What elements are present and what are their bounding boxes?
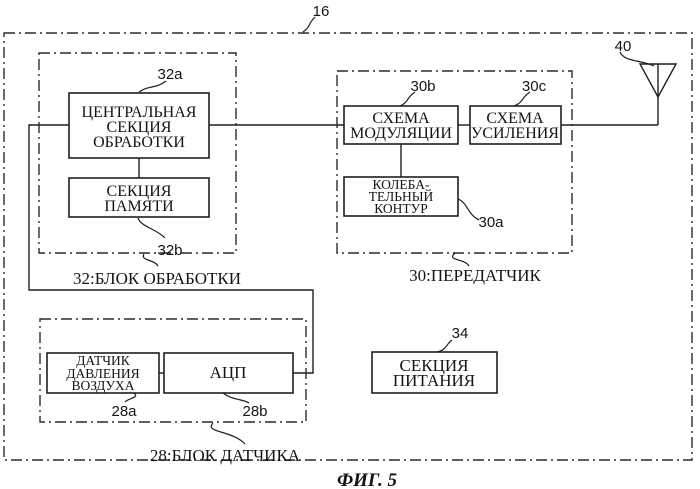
modulation-label-line1: СХЕМА xyxy=(372,110,430,127)
reference-numerals: 16 32a 32b 30b 30c 30a 40 28a 28b 34 xyxy=(111,3,631,420)
block-labels: ЦЕНТРАЛЬНАЯ СЕКЦИЯ ОБРАБОТКИ СЕКЦИЯ ПАМЯ… xyxy=(66,104,559,393)
leader-transmitter-label xyxy=(452,252,470,267)
memory-label-line2: ПАМЯТИ xyxy=(104,198,174,215)
amplifier-label-line1: СХЕМА xyxy=(486,110,544,127)
system-boundary xyxy=(3,32,693,461)
modulation-label-line2: МОДУЛЯЦИИ xyxy=(350,125,452,142)
antenna-symbol xyxy=(638,63,678,125)
ref-28a: 28a xyxy=(111,403,137,420)
leader-sensor-unit-label xyxy=(210,422,246,445)
unit-labels: 32:БЛОК ОБРАБОТКИ 30:ПЕРЕДАТЧИК 28:БЛОК … xyxy=(73,266,541,465)
transmitter-boundary xyxy=(336,70,573,254)
leader-system-ref xyxy=(302,16,316,33)
leader-modulation-ref xyxy=(399,91,416,107)
cpu-label-line1: ЦЕНТРАЛЬНАЯ xyxy=(82,104,197,121)
amplifier-box xyxy=(469,105,562,145)
pressure-sensor-label-line1: ДАТЧИК xyxy=(76,353,131,368)
processing-unit-boundary xyxy=(38,52,237,254)
ref-32a: 32a xyxy=(157,66,183,83)
ref-30b: 30b xyxy=(410,78,435,95)
power-section-box xyxy=(371,351,498,394)
pressure-sensor-box xyxy=(46,352,160,394)
ref-40: 40 xyxy=(615,38,632,55)
ref-16: 16 xyxy=(313,3,330,20)
oscillator-label-line3: КОНТУР xyxy=(374,201,427,216)
pressure-sensor-label-line3: ВОЗДУХА xyxy=(71,378,134,393)
cpu-label-line3: ОБРАБОТКИ xyxy=(93,134,185,151)
leader-antenna-ref xyxy=(619,51,655,67)
transmitter-label: 30:ПЕРЕДАТЧИК xyxy=(409,266,541,285)
processing-unit-label: 32:БЛОК ОБРАБОТКИ xyxy=(73,269,241,288)
oscillator-label-line2: ТЕЛЬНЫЙ xyxy=(369,189,434,204)
cpu-label-line2: СЕКЦИЯ xyxy=(107,119,172,136)
cpu-box xyxy=(68,92,210,159)
leader-pressure-sensor-ref xyxy=(124,392,137,403)
leader-amplifier-ref xyxy=(513,91,531,107)
ref-28b: 28b xyxy=(242,403,267,420)
ref-32b: 32b xyxy=(157,242,182,259)
ref-34: 34 xyxy=(452,325,469,342)
oscillator-box xyxy=(343,176,459,217)
adc-box xyxy=(163,352,294,394)
leader-cpu-ref xyxy=(138,80,167,93)
pressure-sensor-label-line2: ДАВЛЕНИЯ xyxy=(66,366,139,381)
wire-cpu-to-adc xyxy=(28,124,314,374)
sensor-unit-boundary xyxy=(39,318,307,423)
amplifier-label-line2: УСИЛЕНИЯ xyxy=(471,125,559,142)
sensor-unit-label: 28:БЛОК ДАТЧИКА xyxy=(150,446,301,465)
figure-caption: ФИГ. 5 xyxy=(337,470,397,489)
power-section-label-line1: СЕКЦИЯ xyxy=(400,356,469,375)
oscillator-label-line1: КОЛЕБА- xyxy=(373,177,430,192)
connection-lines xyxy=(28,124,658,374)
ref-30a: 30a xyxy=(478,214,504,231)
leader-oscillator-ref xyxy=(457,198,480,221)
memory-label-line1: СЕКЦИЯ xyxy=(107,183,172,200)
adc-label: АЦП xyxy=(210,363,247,382)
memory-box xyxy=(68,177,210,218)
leader-lines xyxy=(124,16,655,445)
ref-30c: 30c xyxy=(522,78,547,95)
power-section-label-line2: ПИТАНИЯ xyxy=(393,371,475,390)
leader-memory-ref xyxy=(137,217,166,239)
leader-adc-ref xyxy=(222,392,250,404)
leader-power-section-ref xyxy=(436,339,453,353)
leader-processing-unit-label xyxy=(142,253,159,267)
